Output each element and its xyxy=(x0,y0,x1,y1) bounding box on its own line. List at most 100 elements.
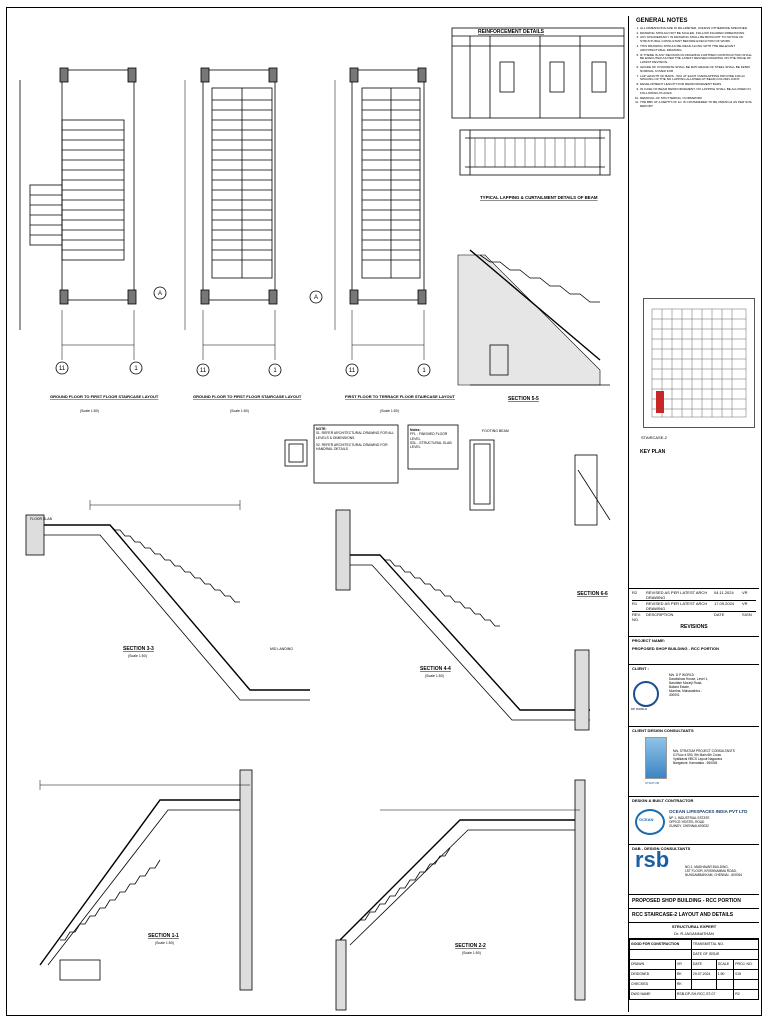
row-key-2: 29.07.2024 xyxy=(690,969,717,980)
consultant-address: M/s. STRATUM PROJECT CONSULTANTS G.Floor… xyxy=(673,749,735,765)
rev-date: 04.11.2024 xyxy=(714,590,734,595)
revision-table: R2 REVISED AS PER LATEST ARCH DRAWING 04… xyxy=(629,588,759,630)
rev-header-date: DATE xyxy=(714,612,725,617)
rev-by: VR xyxy=(742,601,748,606)
row-key: DWG NAME xyxy=(629,989,676,1000)
key-plan-frame xyxy=(643,298,755,428)
section-3-3 xyxy=(25,500,310,701)
reinforcement-schedule xyxy=(451,27,625,119)
contractor-line: OFFICE HOSTEL ROAD xyxy=(669,820,705,824)
contractor-name: OCEAN LIFESPACES INDIA PVT LTD xyxy=(669,809,748,814)
contractor-line: NP 1, INDUSTRIAL ESTATE xyxy=(669,816,710,820)
dwg-rev: R2 xyxy=(733,989,759,1000)
note-heading: NOTE: xyxy=(316,427,327,431)
section-2-title: SECTION 2-2 xyxy=(455,943,486,949)
plan-1-title: GROUND FLOOR TO FIRST FLOOR STAIRCASE LA… xyxy=(50,394,159,399)
plan-1-scale: (Scale 1:50) xyxy=(80,409,99,413)
plan-first-floor xyxy=(184,67,278,360)
contractor-label: DESIGN & BUILT CONTRACTOR xyxy=(632,798,694,803)
row-value-2: 1:50 xyxy=(715,969,735,980)
blank-cell xyxy=(629,949,692,960)
client-line: Narottam Morarji Road, xyxy=(669,681,703,685)
section-1-scale: (Scale 1:50) xyxy=(155,941,174,945)
rev-header-no: REV. NO. xyxy=(632,612,641,622)
rsb-logo: rsb xyxy=(635,847,670,872)
plan-3-scale: (Scale 1:50) xyxy=(380,409,399,413)
consultant-line: Vyalikaval HBCS Layout Nagavara xyxy=(673,757,723,761)
legend-box-frame xyxy=(407,424,459,470)
expert-label: STRUCTURAL EXPERT xyxy=(671,924,717,929)
status-label: GOOD FOR CONSTRUCTION xyxy=(629,939,692,950)
dbr-line: NUNGAMBAKKAM, CHENNAI - 600034 xyxy=(685,873,743,877)
transmittal-label: TRANSMITTAL NO. xyxy=(690,939,760,950)
client-logo-text: DP WORLD xyxy=(631,707,648,711)
row-value: RK xyxy=(674,969,692,980)
lapping-detail xyxy=(459,129,611,176)
info-table: GOOD FOR CONSTRUCTION TRANSMITTAL NO. DA… xyxy=(629,938,760,1012)
staircase-highlight xyxy=(656,391,664,413)
key-plan-label: KEY PLAN xyxy=(640,449,666,455)
row-key: DRAWN xyxy=(629,959,676,970)
revision-header-row: REV. NO. DESCRIPTION DATE SIGN xyxy=(632,612,756,622)
client-line: Darabshaw House, Level 1, xyxy=(669,677,709,681)
grid-a-label-1: A xyxy=(158,291,162,297)
drawing-sheet-border xyxy=(6,7,762,1016)
dbr-address: NO.1, MADHAVAR BUILDING, 1ST FLOOR, KRIS… xyxy=(685,865,742,877)
note-item: THE BBC AT A DEPTH OF 1m IS CONSIDERED T… xyxy=(640,101,754,109)
grid-a-label-2: A xyxy=(314,295,318,301)
row-value-2: SCALE xyxy=(715,959,735,970)
typical-details xyxy=(284,439,611,526)
revision-row: R1 REVISED AS PER LATEST ARCH DRAWING 17… xyxy=(632,601,756,612)
note-box: NOTE: 01. REFER ARCHITECTURAL DRAWING FO… xyxy=(316,427,396,451)
rev-desc: REVISED AS PER LATEST ARCH DRAWING xyxy=(646,601,708,611)
key-plan-drawing xyxy=(651,308,747,418)
rev-no: R1 xyxy=(632,601,638,606)
dbr-line: 1ST FLOOR, KRISHNAMMA ROAD, xyxy=(685,869,737,873)
rev-by: VR xyxy=(742,590,748,595)
blank-cell xyxy=(715,979,735,990)
note-item: IF THERE IS ANY REVISION IN DRAWING FURT… xyxy=(640,53,754,65)
grid-1-label-1: 1 xyxy=(134,366,138,372)
section-4-scale: (Scale 1:50) xyxy=(425,674,444,678)
section-1-title: SECTION 1-1 xyxy=(148,933,179,939)
key-plan-marker: STAIRCASE-2 xyxy=(641,435,667,440)
row-key: DESIGNED xyxy=(629,969,676,980)
general-notes: GENERAL NOTES ALL DIMENSIONS ARE IN MILL… xyxy=(636,18,754,110)
project-cell: PROJECT NAME: PROPOSED SHOP BUILDING - R… xyxy=(629,636,759,664)
section-3-title: SECTION 3-3 xyxy=(123,646,154,652)
note-item: REMOVAL OF SHUTTERING / FORMWORK xyxy=(640,96,754,101)
section-5-title: SECTION 5-5 xyxy=(508,396,539,402)
client-line: 400001 xyxy=(669,693,680,697)
note-box-frame xyxy=(313,424,399,484)
note-item: DEVELOPMENT LENGTH FOR REINFORCEMENT BAR… xyxy=(640,82,754,87)
legend-box: Notes: FFL - FINISHED FLOOR LEVEL SSL - … xyxy=(410,428,457,449)
client-label: CLIENT : xyxy=(632,666,649,671)
consultant-label: CLIENT DESIGN CONSULTANTS xyxy=(632,728,694,733)
plan-3-title: FIRST FLOOR TO TERRACE FLOOR STAIRCASE L… xyxy=(345,394,455,399)
rev-header-sign: SIGN xyxy=(742,612,752,617)
consultant-line: M/s. STRATUM PROJECT CONSULTANTS xyxy=(673,749,735,753)
rev-desc: REVISED AS PER LATEST ARCH DRAWING xyxy=(646,590,708,600)
row-value: VR xyxy=(674,959,692,970)
drawing-canvas: GROUND FLOOR TO FIRST FLOOR STAIRCASE LA… xyxy=(19,27,625,1011)
dp-world-logo xyxy=(633,681,659,707)
title-block: R2 REVISED AS PER LATEST ARCH DRAWING 04… xyxy=(628,16,760,1012)
expert-cell: STRUCTURAL EXPERT Dr. R.JAGANNATHAN xyxy=(629,922,759,938)
general-notes-title: GENERAL NOTES xyxy=(636,18,688,24)
floor-slab-label: FLOOR SLAB xyxy=(30,517,53,521)
contractor-line: GUINDY, CHENNAI-600032 xyxy=(669,824,709,828)
footing-label: FOOTING BEAM xyxy=(482,429,509,433)
row-value-3: PROJ. NO. xyxy=(733,959,759,970)
issue-date-label: DATE OF ISSUE xyxy=(690,949,760,960)
row-value-3: 015 xyxy=(733,969,759,980)
section-1-1 xyxy=(39,769,253,991)
legend-line-1: FFL - FINISHED FLOOR LEVEL xyxy=(410,432,448,441)
note-item: DRAWING SHOULD NOT BE SCALED. FOLLOW FIG… xyxy=(640,31,754,36)
rev-no: R2 xyxy=(632,590,638,595)
lapping-title: TYPICAL LAPPING & CURTAILMENT DETAILS OF… xyxy=(480,195,598,200)
row-value: RK xyxy=(674,979,692,990)
grid-11-label-2: 11 xyxy=(200,368,207,374)
contractor-cell: DESIGN & BUILT CONTRACTOR OCEAN OCEAN LI… xyxy=(629,796,759,844)
client-cell: CLIENT : DP WORLD M/s. D P WORLD Darabsh… xyxy=(629,664,759,726)
plan-terrace-floor xyxy=(334,67,427,360)
